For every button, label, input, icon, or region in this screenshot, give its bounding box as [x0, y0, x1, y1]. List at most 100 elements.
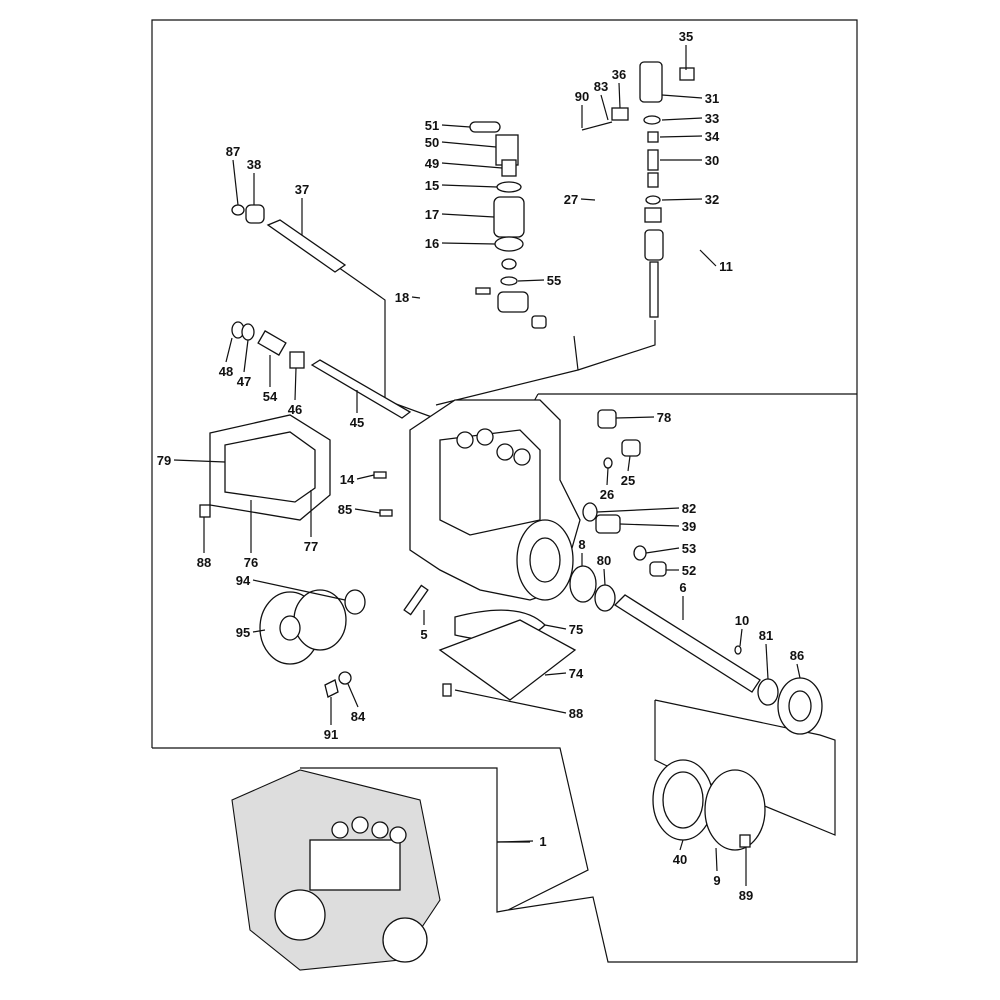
callout-51: 51 [425, 118, 439, 133]
leader-line-16 [441, 242, 496, 245]
callout-46: 46 [288, 402, 302, 417]
leader-line-10 [739, 628, 743, 647]
callout-34: 34 [705, 129, 720, 144]
callout-53: 53 [682, 541, 696, 556]
callout-49: 49 [425, 156, 439, 171]
callout-52: 52 [682, 563, 696, 578]
callout-27: 27 [564, 192, 578, 207]
leader-line-75 [544, 624, 567, 630]
leader-line-9 [715, 847, 718, 872]
leader-line-80 [603, 568, 606, 586]
leader-line-34 [659, 135, 703, 138]
callout-94: 94 [236, 573, 251, 588]
callout-88: 88 [197, 555, 211, 570]
leader-line-49 [441, 162, 503, 169]
leader-line-74 [544, 672, 567, 676]
leader-line-1 [496, 840, 534, 843]
leader-line-86 [796, 663, 801, 679]
callout-40: 40 [673, 852, 687, 867]
parts [199, 61, 823, 851]
leader-line-87 [232, 159, 239, 206]
leader-line-36 [618, 82, 621, 109]
leader-line-88 [454, 689, 567, 714]
leader-line-85 [354, 508, 381, 514]
callout-54: 54 [263, 389, 278, 404]
callout-80: 80 [597, 553, 611, 568]
callout-36: 36 [612, 67, 626, 82]
leader-line-15 [441, 184, 498, 188]
callout-38: 38 [247, 157, 261, 172]
leader-line-31 [661, 94, 703, 99]
leader-line-46 [294, 367, 297, 401]
callout-77: 77 [304, 539, 318, 554]
callout-1: 1 [539, 834, 546, 849]
leader-line-11 [699, 249, 717, 267]
leader-line-33 [661, 117, 703, 121]
callout-8: 8 [578, 537, 585, 552]
leader-line-27 [580, 198, 596, 201]
callout-55: 55 [547, 273, 561, 288]
callout-90: 90 [575, 89, 589, 104]
callout-14: 14 [340, 472, 355, 487]
callout-11: 11 [719, 259, 733, 274]
callout-47: 47 [237, 374, 251, 389]
callout-89: 89 [739, 888, 753, 903]
callout-45: 45 [350, 415, 364, 430]
callout-79: 79 [157, 453, 171, 468]
callout-6: 6 [679, 580, 686, 595]
leader-line-25 [627, 455, 631, 472]
callout-17: 17 [425, 207, 439, 222]
leader-line-39 [619, 523, 680, 527]
leader-line-40 [679, 839, 684, 851]
callout-15: 15 [425, 178, 439, 193]
callout-85: 85 [338, 502, 352, 517]
callout-9: 9 [713, 873, 720, 888]
callout-83: 83 [594, 79, 608, 94]
leader-line-81 [765, 643, 769, 680]
callout-31: 31 [705, 91, 719, 106]
leader-line-83 [600, 94, 609, 121]
callout-75: 75 [569, 622, 583, 637]
frame-lines [151, 19, 858, 963]
callout-5: 5 [420, 627, 427, 642]
callout-37: 37 [295, 182, 309, 197]
callout-84: 84 [351, 709, 366, 724]
callout-82: 82 [682, 501, 696, 516]
leader-line-53 [645, 547, 680, 554]
callout-50: 50 [425, 135, 439, 150]
callout-39: 39 [682, 519, 696, 534]
leader-line-47 [243, 339, 249, 373]
callout-91: 91 [324, 727, 338, 742]
callout-30: 30 [705, 153, 719, 168]
callout-74: 74 [569, 666, 584, 681]
leader-line-95 [252, 629, 266, 633]
callout-76: 76 [244, 555, 258, 570]
leader-line-79 [173, 459, 226, 463]
leader-line-17 [441, 213, 495, 218]
callout-18: 18 [395, 290, 409, 305]
leader-lines [173, 45, 801, 886]
callout-95: 95 [236, 625, 250, 640]
leader-line-26 [606, 467, 609, 486]
leader-line-55 [517, 279, 545, 282]
pump-assembly-thumbnail [231, 769, 441, 971]
leader-line-82 [596, 507, 680, 513]
callout-86: 86 [790, 648, 804, 663]
leader-line-51 [441, 124, 471, 128]
leader-line-94 [252, 579, 346, 601]
pump-housing [409, 399, 581, 601]
callout-25: 25 [621, 473, 635, 488]
leader-line-48 [225, 337, 233, 363]
callout-33: 33 [705, 111, 719, 126]
callout-16: 16 [425, 236, 439, 251]
leader-line-14 [356, 474, 375, 480]
callout-81: 81 [759, 628, 773, 643]
leader-line-84 [347, 683, 359, 708]
callout-48: 48 [219, 364, 233, 379]
leader-line-32 [661, 198, 703, 201]
callout-26: 26 [600, 487, 614, 502]
callout-32: 32 [705, 192, 719, 207]
